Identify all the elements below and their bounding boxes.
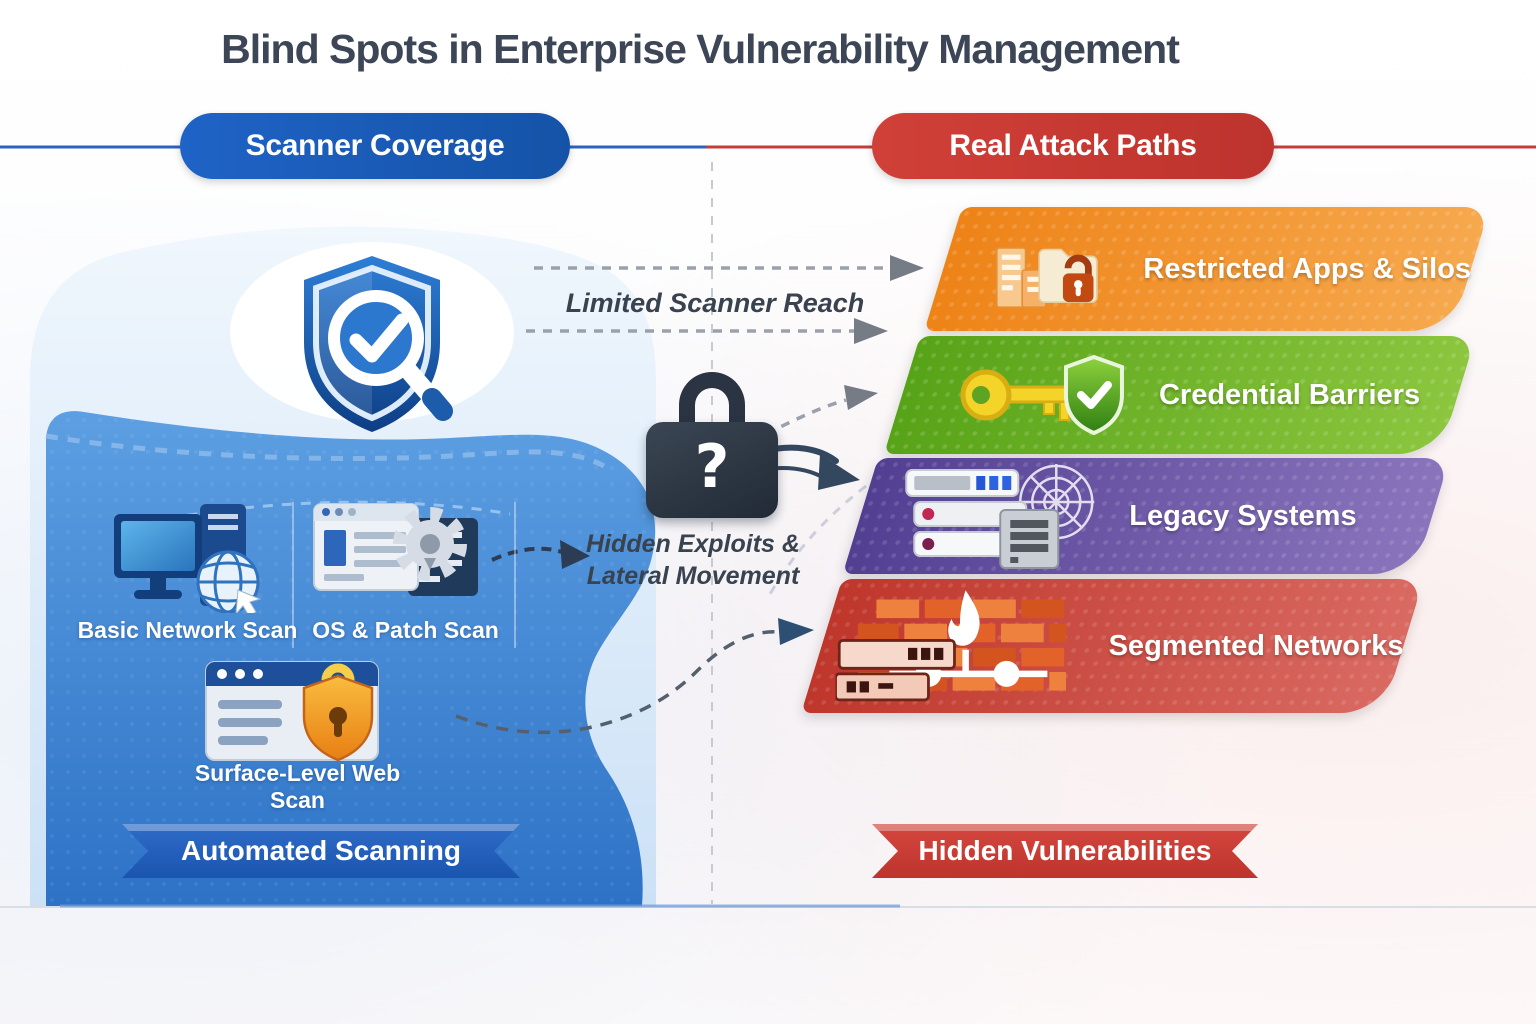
hidden-vulnerabilities-label: Hidden Vulnerabilities bbox=[918, 835, 1212, 866]
key-shield-icon bbox=[960, 354, 1124, 435]
automated-scanning-label: Automated Scanning bbox=[180, 835, 461, 866]
reach-arrow-bottom-head bbox=[854, 318, 888, 344]
barrier-credential: Credential Barriers bbox=[883, 336, 1476, 454]
surface-level-web-scan-label: Surface-Level Web Scan bbox=[194, 760, 401, 813]
basic-network-scan-label: Basic Network Scan bbox=[77, 617, 298, 643]
credential-barriers-label: Credential Barriers bbox=[1158, 378, 1421, 411]
computer-globe-icon bbox=[114, 504, 262, 613]
browser-lock-icon bbox=[205, 661, 379, 762]
hidden-vulnerabilities-ribbon: Hidden Vulnerabilities bbox=[872, 824, 1258, 878]
scan-boundary-dashed-edge bbox=[45, 433, 606, 469]
servers-cobweb-icon bbox=[905, 464, 1095, 569]
hidden-exploits-line2: Lateral Movement bbox=[586, 562, 800, 590]
shield-scan-icon bbox=[304, 256, 453, 432]
lock-question-glyph: ? bbox=[694, 432, 730, 502]
lock-to-green-dashed-curve bbox=[765, 398, 847, 436]
scanner-coverage-pill: Scanner Coverage bbox=[180, 113, 570, 179]
buildings-folder-lock-icon bbox=[995, 246, 1098, 308]
hidden-exploits-line1: Hidden Exploits & bbox=[586, 530, 800, 558]
real-attack-paths-pill: Real Attack Paths bbox=[872, 113, 1274, 179]
exploit-arrow-head bbox=[560, 540, 590, 569]
lateral-dashed-trace bbox=[768, 484, 867, 595]
barrier-legacy: Legacy Systems bbox=[842, 458, 1450, 574]
hidden-exploits-label: Hidden Exploits & Lateral Movement bbox=[548, 528, 838, 592]
webscan-to-red-dashed-curve bbox=[455, 630, 781, 735]
reach-arrow-top-head bbox=[890, 255, 924, 281]
window-gear-icon bbox=[313, 503, 478, 596]
lock-question-icon: ? bbox=[646, 372, 778, 518]
legacy-systems-label: Legacy Systems bbox=[1129, 499, 1357, 532]
lock-body: ? bbox=[646, 422, 778, 518]
scan-divider bbox=[292, 502, 294, 648]
webscan-to-red-arrow-head bbox=[778, 618, 814, 645]
page-title: Blind Spots in Enterprise Vulnerability … bbox=[221, 26, 1180, 72]
barrier-restricted-apps: Restricted Apps & Silos bbox=[924, 207, 1490, 331]
firewall-flame-icon bbox=[835, 590, 1067, 702]
scan-sweep-dashed-curve bbox=[149, 500, 511, 524]
restricted-apps-label: Restricted Apps & Silos bbox=[1143, 252, 1472, 285]
scanner-coverage-label: Scanner Coverage bbox=[245, 129, 505, 162]
exploit-arrow-line bbox=[491, 546, 563, 562]
lock-to-purple-arrow-head bbox=[818, 454, 860, 490]
automated-scanning-ribbon: Automated Scanning bbox=[122, 824, 520, 878]
os-patch-scan-label: OS & Patch Scan bbox=[312, 617, 499, 643]
lock-to-green-arrow-head bbox=[844, 385, 878, 410]
scan-divider bbox=[514, 502, 516, 648]
real-attack-paths-label: Real Attack Paths bbox=[949, 129, 1197, 162]
limited-scanner-reach-label: Limited Scanner Reach bbox=[565, 288, 865, 318]
segmented-networks-label: Segmented Networks bbox=[1108, 629, 1404, 662]
barrier-segmented: Segmented Networks bbox=[801, 579, 1424, 713]
